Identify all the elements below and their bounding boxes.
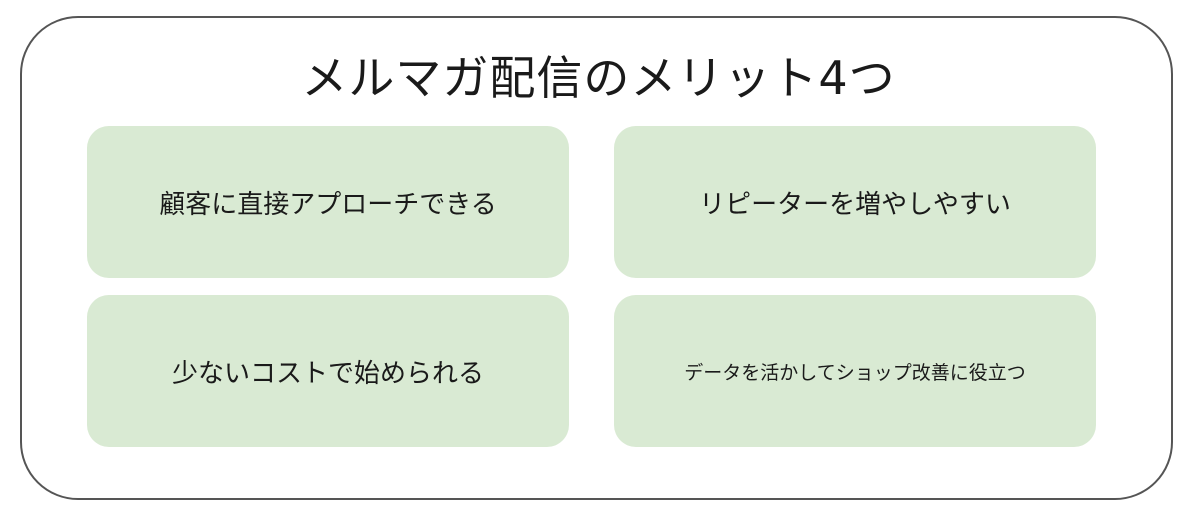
merit-card-label: 顧客に直接アプローチできる <box>159 189 497 220</box>
merit-card-4: データを活かしてショップ改善に役立つ <box>614 295 1096 447</box>
merit-card-label: 少ないコストで始められる <box>171 358 484 389</box>
diagram-title: メルマガ配信のメリット4つ <box>301 51 896 105</box>
merit-card-1: 顧客に直接アプローチできる <box>87 126 569 278</box>
merit-card-label: データを活かしてショップ改善に役立つ <box>684 361 1026 384</box>
merit-card-2: リピーターを増やしやすい <box>614 126 1096 278</box>
merit-card-3: 少ないコストで始められる <box>87 295 569 447</box>
merit-card-label: リピーターを増やしやすい <box>699 189 1011 220</box>
